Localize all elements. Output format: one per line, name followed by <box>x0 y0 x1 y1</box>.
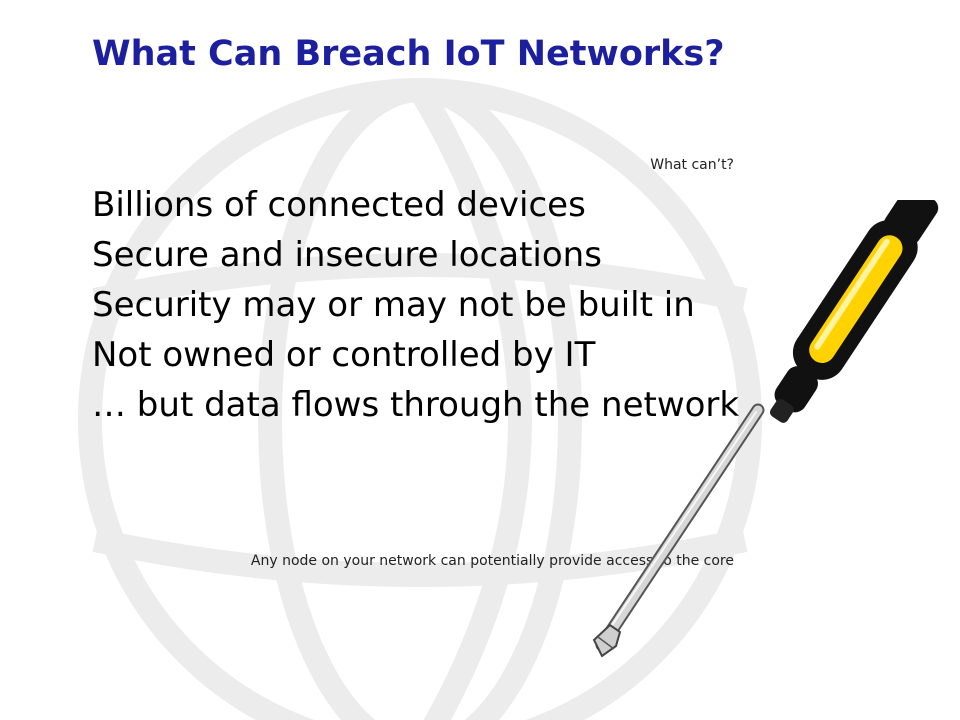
bullet-item: … but data flows through the network <box>92 385 740 425</box>
screwdriver-handle <box>769 200 939 423</box>
slide-title: What Can Breach IoT Networks? <box>92 34 725 74</box>
bullet-item: Security may or may not be built in <box>92 285 695 325</box>
screwdriver-icon <box>592 200 939 658</box>
bullet-item: Not owned or controlled by IT <box>92 335 596 375</box>
bullet-item: Billions of connected devices <box>92 185 586 225</box>
bullet-item: Secure and insecure locations <box>92 235 602 275</box>
subcaption: What can’t? <box>650 157 734 173</box>
footnote: Any node on your network can potentially… <box>250 553 734 569</box>
screwdriver-shaft <box>592 403 765 658</box>
bullet-list: Billions of connected devices Secure and… <box>92 180 742 430</box>
